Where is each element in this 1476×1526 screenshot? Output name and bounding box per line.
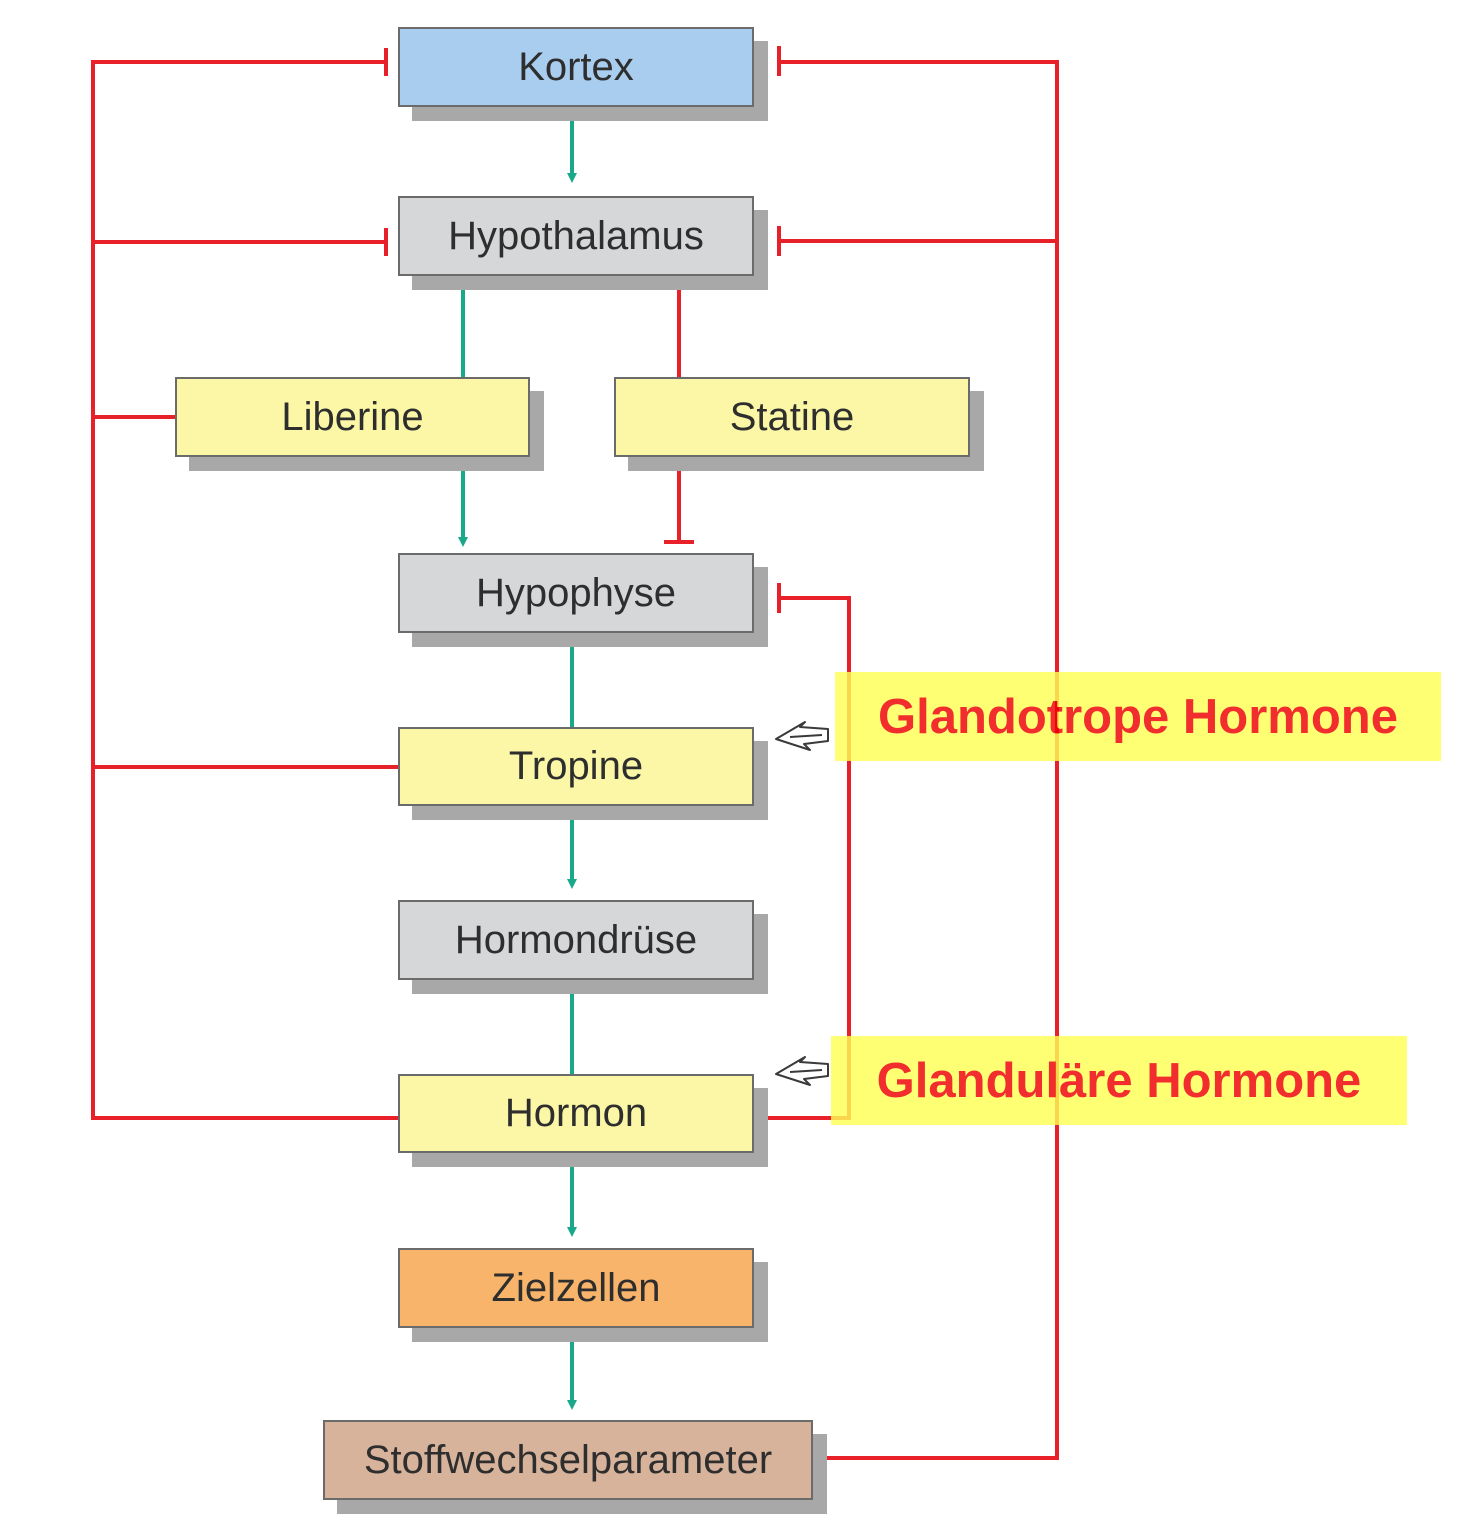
feedback-left-bus [91, 60, 400, 1120]
node-stoffwechselparameter: Stoffwechselparameter [323, 1420, 813, 1500]
node-hypothalamus: Hypothalamus [398, 196, 754, 276]
label-glandotrope-hormone: Glandotrope Hormone [835, 672, 1441, 761]
node-hormondruese: Hormondrüse [398, 900, 754, 980]
stimulation-connectors [458, 107, 577, 1410]
node-kortex: Kortex [398, 27, 754, 107]
feedback-hormon-hypophyse [754, 596, 851, 1120]
node-statine: Statine [614, 377, 970, 457]
node-liberine: Liberine [175, 377, 530, 457]
node-tropine: Tropine [398, 727, 754, 806]
node-zielzellen: Zielzellen [398, 1248, 754, 1328]
node-hormon: Hormon [398, 1074, 754, 1153]
pointer-arrow-glandotrope-icon [775, 721, 829, 751]
pointer-arrow-glandulaere-icon [775, 1056, 829, 1086]
label-glandulaere-hormone: Glanduläre Hormone [831, 1036, 1407, 1125]
node-hypophyse: Hypophyse [398, 553, 754, 633]
